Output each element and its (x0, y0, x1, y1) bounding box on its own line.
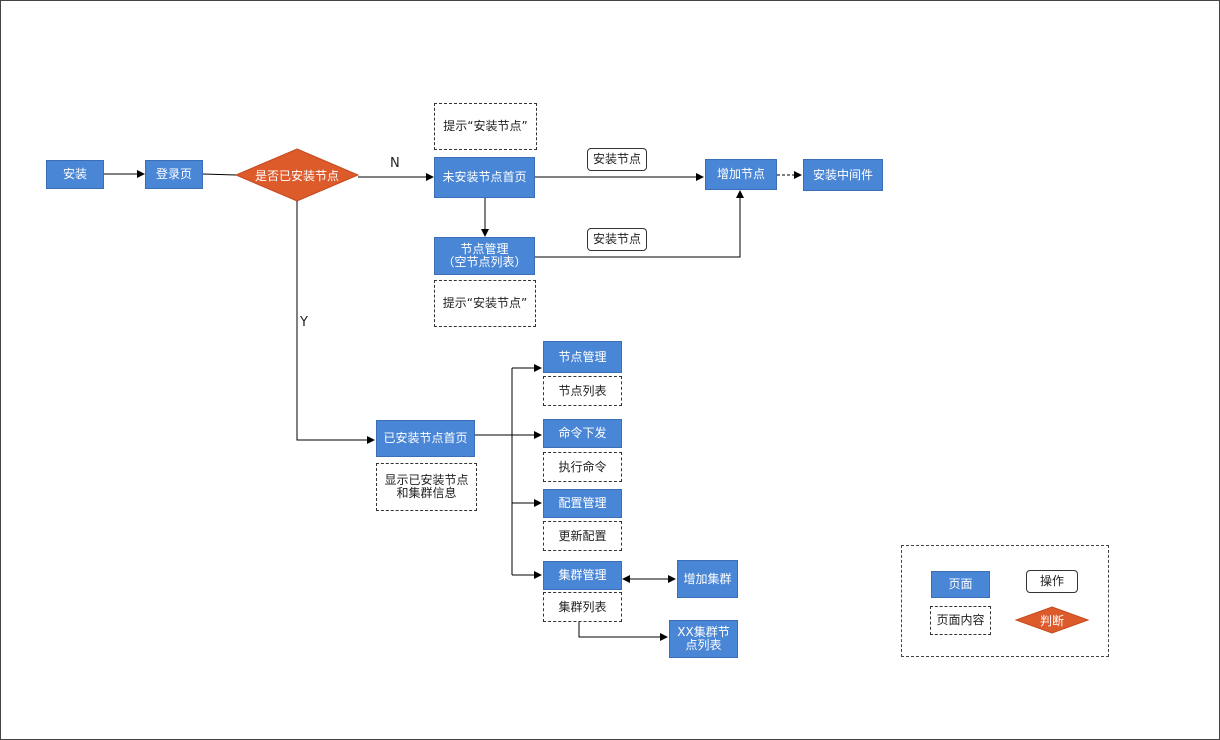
update-config-content: 更新配置 (543, 521, 622, 551)
not-installed-home-page: 未安装节点首页 (434, 157, 535, 198)
config-mgmt-page: 配置管理 (543, 489, 622, 518)
hint-install-node-bottom: 提示“安装节点” (434, 280, 536, 327)
edge-nodemgmt-addnode (535, 190, 744, 258)
edge-login-decision (202, 173, 237, 176)
edge-decision-yes (296, 201, 375, 444)
node-mgmt-page: 节点管理 (543, 341, 622, 373)
install-page: 安装 (46, 160, 104, 189)
cluster-node-list-page: XX集群节 点列表 (669, 620, 738, 658)
cluster-list-content: 集群列表 (543, 592, 622, 622)
exec-cmd-content: 执行命令 (543, 452, 622, 482)
decision-label: 是否已安装节点 (254, 168, 339, 183)
install-node-operation-2: 安装节点 (587, 228, 647, 251)
cmd-dispatch-page: 命令下发 (543, 419, 622, 448)
legend-box (901, 545, 1109, 657)
legend-decision-label: 判断 (1039, 613, 1064, 628)
edge-label-no: N (390, 156, 400, 171)
cluster-mgmt-page: 集群管理 (543, 561, 622, 590)
legend-page-content: 页面内容 (930, 606, 991, 635)
login-page: 登录页 (145, 160, 203, 189)
install-node-operation-1: 安装节点 (587, 148, 647, 171)
hint-install-node-top: 提示“安装节点” (434, 103, 537, 150)
installed-home-page: 已安装节点首页 (376, 420, 475, 457)
legend-operation: 操作 (1026, 570, 1078, 593)
add-cluster-page: 增加集群 (677, 560, 738, 598)
node-list-content: 节点列表 (543, 376, 622, 406)
legend-decision-diamond (1014, 606, 1090, 634)
add-node-page: 增加节点 (705, 159, 777, 190)
node-mgmt-empty-page: 节点管理 （空节点列表） (434, 237, 535, 275)
edge-clusterlist-nodelist (578, 621, 668, 641)
install-middleware-page: 安装中间件 (803, 159, 883, 191)
installed-info-content: 显示已安装节点 和集群信息 (376, 463, 477, 511)
legend-page: 页面 (931, 571, 990, 598)
edge-label-yes: Y (300, 315, 308, 330)
